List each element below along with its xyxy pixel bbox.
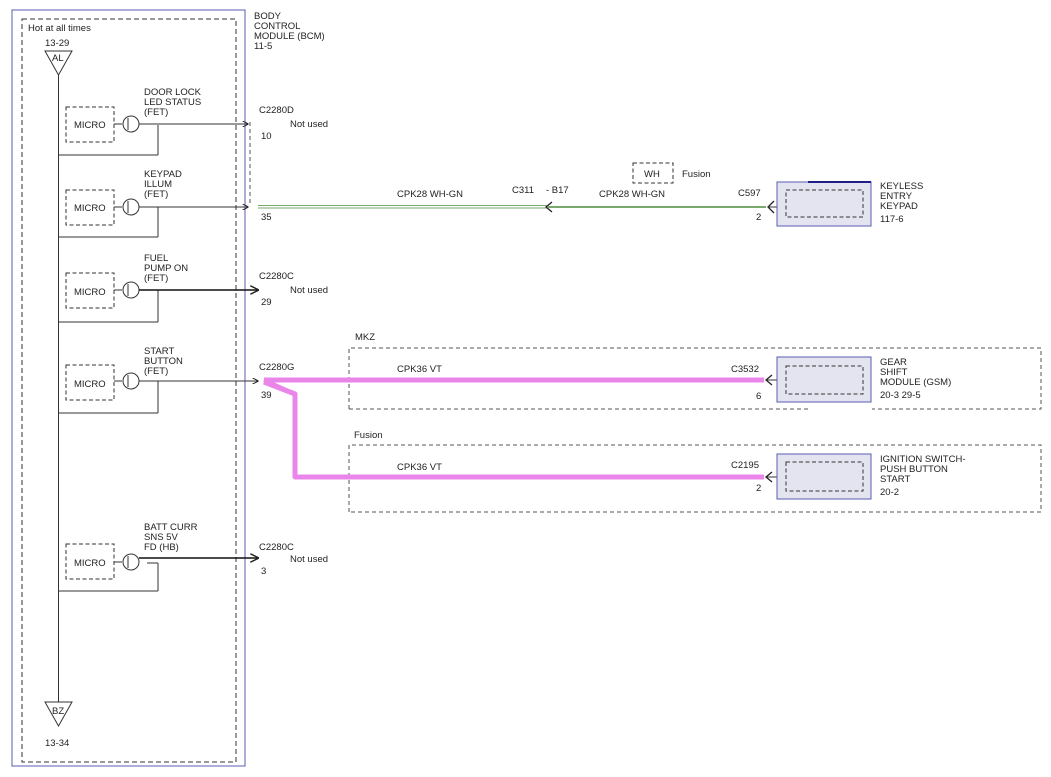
micro-label: MICRO bbox=[74, 558, 106, 569]
bcm-title-line-3: MODULE (BCM) bbox=[254, 31, 325, 42]
circuit-start-button: MICRO START BUTTON (FET) C2280G 39 bbox=[58, 346, 294, 414]
module-label: ENTRY bbox=[880, 191, 913, 202]
micro-label: MICRO bbox=[74, 287, 106, 298]
circuit-label: (FET) bbox=[144, 273, 168, 284]
circuit-batt-curr-sns: MICRO BATT CURR SNS 5V FD (HB) C2280C 3 … bbox=[58, 522, 328, 592]
mkz-option-label: MKZ bbox=[355, 332, 375, 343]
hot-at-all-times-label: Hot at all times bbox=[28, 23, 91, 34]
mkz-option-outline bbox=[348, 347, 1042, 410]
module-label: KEYPAD bbox=[880, 201, 918, 212]
not-used-note: Not used bbox=[290, 119, 328, 130]
circuit-label: KEYPAD bbox=[144, 169, 182, 180]
option-box-label: WH bbox=[644, 169, 660, 180]
wire-label: CPK36 VT bbox=[397, 364, 442, 375]
circuit-label: FD (HB) bbox=[144, 542, 179, 553]
bcm-title-line-1: BODY bbox=[254, 11, 282, 22]
pin-label: 39 bbox=[261, 390, 272, 401]
connector-label: C2280C bbox=[259, 271, 294, 282]
pin-label: 2 bbox=[756, 212, 761, 223]
circuit-label: SNS 5V bbox=[144, 532, 178, 543]
top-node-triangle bbox=[44, 50, 73, 77]
module-label: MODULE (GSM) bbox=[880, 377, 951, 388]
fet-symbol bbox=[122, 198, 140, 216]
bottom-reference: 13-34 bbox=[45, 738, 69, 749]
connector-label: C3532 bbox=[731, 364, 759, 375]
not-used-note: Not used bbox=[290, 554, 328, 565]
circuit-label: BUTTON bbox=[144, 356, 183, 367]
fusion-wire-details: CPK36 VT C2195 2 bbox=[397, 460, 778, 494]
circuit-label: BATT CURR bbox=[144, 522, 198, 533]
circuit-label: LED STATUS bbox=[144, 97, 201, 108]
inline-pin-label: - B17 bbox=[546, 185, 569, 196]
bcm-title-line-2: CONTROL bbox=[254, 21, 300, 32]
module-label: KEYLESS bbox=[880, 181, 923, 192]
pin-label: 29 bbox=[261, 297, 272, 308]
circuit-label: (FET) bbox=[144, 366, 168, 377]
pin-label: 35 bbox=[261, 212, 272, 223]
pin-label: 10 bbox=[261, 131, 272, 142]
module-label: PUSH BUTTON bbox=[880, 464, 948, 475]
module-label: 117-6 bbox=[880, 214, 904, 225]
connector-label: C2195 bbox=[731, 460, 759, 471]
micro-label: MICRO bbox=[74, 120, 106, 131]
option-box bbox=[632, 162, 674, 184]
fet-symbol bbox=[122, 281, 140, 299]
option-label: Fusion bbox=[682, 169, 711, 180]
fet-symbol bbox=[122, 372, 140, 390]
bcm-title-line-4: 11-5 bbox=[254, 41, 272, 52]
wire-label: CPK28 WH-GN bbox=[599, 189, 665, 200]
module-label: IGNITION SWITCH- bbox=[880, 454, 966, 465]
micro-box bbox=[65, 364, 115, 401]
circuit-label: (FET) bbox=[144, 107, 168, 118]
circuit-label: DOOR LOCK bbox=[144, 87, 202, 98]
circuit-label: (FET) bbox=[144, 189, 168, 200]
circuit-label: FUEL bbox=[144, 253, 168, 264]
micro-label: MICRO bbox=[74, 379, 106, 390]
module-label: SHIFT bbox=[880, 367, 908, 378]
pin-label: 3 bbox=[261, 566, 266, 577]
top-node-label: AL bbox=[52, 53, 64, 64]
gear-shift-module: GEAR SHIFT MODULE (GSM) 20-3 29-5 bbox=[776, 356, 951, 403]
module-label: START bbox=[880, 474, 910, 485]
ignition-switch-module: IGNITION SWITCH- PUSH BUTTON START 20-2 bbox=[776, 453, 966, 500]
top-reference: 13-29 bbox=[45, 38, 69, 49]
connector-label: C2280G bbox=[259, 362, 294, 373]
mkz-wire-details: CPK36 VT C3532 6 bbox=[397, 364, 778, 402]
connector-label: C2280C bbox=[259, 542, 294, 553]
bcm-internal-outline bbox=[21, 18, 237, 763]
micro-label: MICRO bbox=[74, 203, 106, 214]
pin-label: 6 bbox=[756, 391, 761, 402]
bcm-module-outline bbox=[11, 9, 246, 767]
pin-label: 2 bbox=[756, 483, 761, 494]
circuit-keypad-illum: MICRO KEYPAD ILLUM (FET) 35 bbox=[58, 169, 272, 238]
module-label: 20-2 bbox=[880, 487, 899, 498]
bottom-node-triangle bbox=[44, 701, 73, 728]
module-label: 20-3 29-5 bbox=[880, 390, 921, 401]
fusion-option-outline bbox=[348, 444, 1042, 513]
fet-symbol bbox=[122, 115, 140, 133]
wire-label: CPK36 VT bbox=[397, 462, 442, 473]
bottom-node-label: BZ bbox=[52, 706, 64, 717]
keypad-wire: CPK28 WH-GN C311 - B17 CPK28 WH-GN C597 … bbox=[258, 162, 778, 223]
wire-label: CPK28 WH-GN bbox=[397, 189, 463, 200]
circuit-fuel-pump-on: MICRO FUEL PUMP ON (FET) C2280C 29 Not u… bbox=[58, 253, 328, 323]
fusion-option-label: Fusion bbox=[354, 430, 383, 441]
start-button-vt-wire bbox=[263, 377, 764, 480]
circuit-label: START bbox=[144, 346, 174, 357]
connector-label: C2280D bbox=[259, 105, 294, 116]
connector-label: C597 bbox=[738, 188, 761, 199]
module-label: GEAR bbox=[880, 357, 907, 368]
keyless-entry-keypad-module: KEYLESS ENTRY KEYPAD 117-6 bbox=[776, 181, 923, 227]
inline-connector-label: C311 bbox=[512, 185, 534, 196]
inline-connector-arrow bbox=[544, 201, 553, 213]
circuit-label: PUMP ON bbox=[144, 263, 188, 274]
fet-symbol bbox=[122, 553, 140, 571]
not-used-note: Not used bbox=[290, 285, 328, 296]
circuit-door-lock-led: MICRO DOOR LOCK LED STATUS (FET) C2280D … bbox=[58, 87, 328, 156]
circuit-label: ILLUM bbox=[144, 179, 172, 190]
